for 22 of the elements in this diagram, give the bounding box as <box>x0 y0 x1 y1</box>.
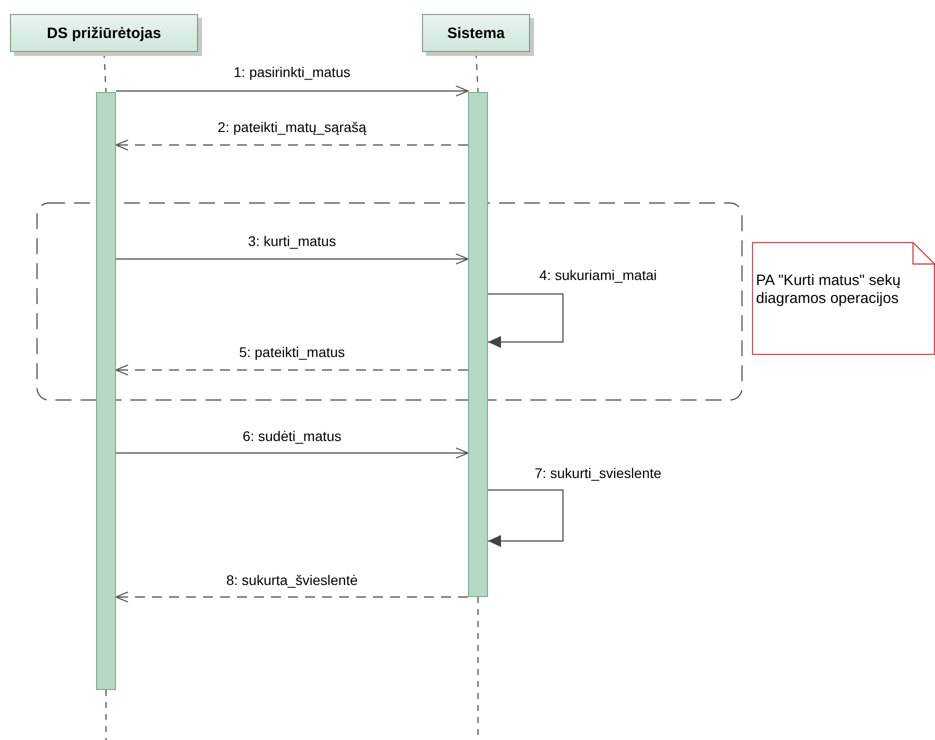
message-label: 3: kurti_matus <box>246 233 338 249</box>
return-message-arrow <box>115 364 468 376</box>
message-label: 4: sukuriami_matai <box>537 267 659 283</box>
lifeline <box>105 690 107 740</box>
return-message-arrow <box>115 139 468 151</box>
return-message-arrow <box>115 591 468 603</box>
self-message-arrow <box>488 489 564 547</box>
message-label: 7: sukurti_svieslente <box>532 465 664 481</box>
lifeline-name: Sistema <box>447 24 505 42</box>
message-arrow <box>116 253 469 265</box>
message-label: 1: pasirinkti_matus <box>232 64 352 80</box>
message-label: 5: pateikti_matus <box>237 344 347 360</box>
message-label: 2: pateikti_matų_sąrašą <box>216 119 368 135</box>
message-arrow <box>116 447 469 459</box>
activation-bar <box>468 92 488 597</box>
lifeline-name: DS prižiūrėtojas <box>46 24 162 42</box>
message-label: 6: sudėti_matus <box>240 428 344 444</box>
self-message-arrow <box>488 293 564 348</box>
message-label: 8: sukurta_švieslentė <box>224 572 360 588</box>
activation-bar <box>96 92 116 690</box>
note-text: PA "Kurti matus" sekų diagramos operacijos <box>756 272 902 308</box>
message-arrow <box>116 85 469 97</box>
